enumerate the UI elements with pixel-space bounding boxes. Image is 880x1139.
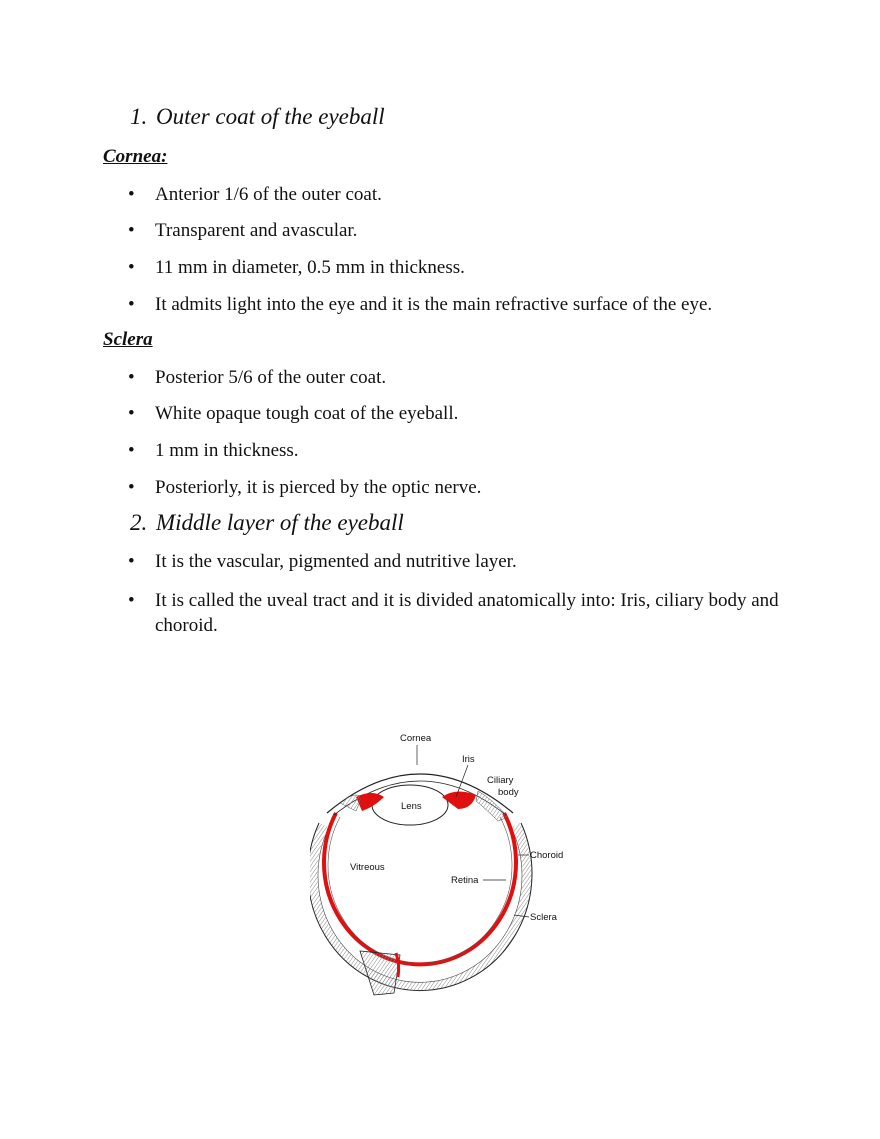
eyeball-diagram: Cornea Iris Ciliary body Lens Choroid Vi… bbox=[310, 733, 563, 996]
label-iris: Iris bbox=[462, 754, 475, 765]
label-lens: Lens bbox=[401, 801, 422, 812]
bullet-icon: • bbox=[128, 590, 135, 611]
section-title: Outer coat of the eyeball bbox=[156, 104, 385, 129]
bullet-icon: • bbox=[128, 294, 135, 315]
sclera-outline bbox=[310, 822, 533, 991]
label-ciliary-2: body bbox=[498, 787, 519, 798]
ciliary-left bbox=[339, 794, 363, 812]
iris-right bbox=[442, 791, 476, 809]
bullet-icon: • bbox=[128, 440, 135, 461]
bullet-icon: • bbox=[128, 367, 135, 388]
bullet-icon: • bbox=[128, 220, 135, 241]
list-item-text: White opaque tough coat of the eyeball. bbox=[155, 403, 459, 424]
label-ciliary-1: Ciliary bbox=[487, 775, 514, 786]
list-item-text: Anterior 1/6 of the outer coat. bbox=[155, 184, 382, 205]
bullet-icon: • bbox=[128, 477, 135, 498]
list-item-text: 1 mm in thickness. bbox=[155, 440, 299, 461]
bullet-icon: • bbox=[128, 403, 135, 424]
sclera-inner-outline bbox=[317, 826, 523, 983]
leader-sclera bbox=[513, 914, 530, 918]
list-item-text: Transparent and avascular. bbox=[155, 220, 358, 241]
label-sclera: Sclera bbox=[530, 912, 558, 923]
subheading-sclera: Sclera bbox=[103, 329, 153, 350]
section-number: 2. bbox=[130, 510, 148, 535]
list-item-text: It is the vascular, pigmented and nutrit… bbox=[155, 551, 517, 572]
list-item-text: It is called the uveal tract and it is d… bbox=[155, 590, 779, 636]
section-heading-middle-layer: 2. Middle layer of the eyeball bbox=[130, 510, 404, 536]
section-number: 1. bbox=[130, 104, 148, 129]
bullet-icon: • bbox=[128, 551, 135, 572]
sclera-layer bbox=[310, 823, 532, 991]
label-vitreous: Vitreous bbox=[350, 862, 385, 873]
leader-iris bbox=[455, 764, 469, 798]
choroid-layer bbox=[322, 812, 518, 967]
bullet-icon: • bbox=[128, 184, 135, 205]
retina-outline bbox=[327, 816, 513, 964]
optic-nerve-red bbox=[394, 952, 401, 978]
bullet-icon: • bbox=[128, 257, 135, 278]
ciliary-right bbox=[475, 790, 509, 822]
section-title: Middle layer of the eyeball bbox=[156, 510, 404, 535]
list-item-text: It admits light into the eye and it is t… bbox=[155, 294, 713, 315]
subheading-cornea: Cornea: bbox=[103, 146, 168, 167]
label-cornea: Cornea bbox=[400, 733, 432, 744]
label-choroid: Choroid bbox=[530, 850, 563, 861]
list-item-text: 11 mm in diameter, 0.5 mm in thickness. bbox=[155, 257, 465, 278]
section-heading-outer-coat: 1. Outer coat of the eyeball bbox=[130, 104, 385, 130]
label-retina: Retina bbox=[451, 875, 479, 886]
optic-nerve bbox=[359, 950, 401, 996]
iris-left bbox=[356, 793, 384, 811]
list-item-text: Posterior 5/6 of the outer coat. bbox=[155, 367, 387, 388]
list-item-text: Posteriorly, it is pierced by the optic … bbox=[155, 477, 482, 498]
